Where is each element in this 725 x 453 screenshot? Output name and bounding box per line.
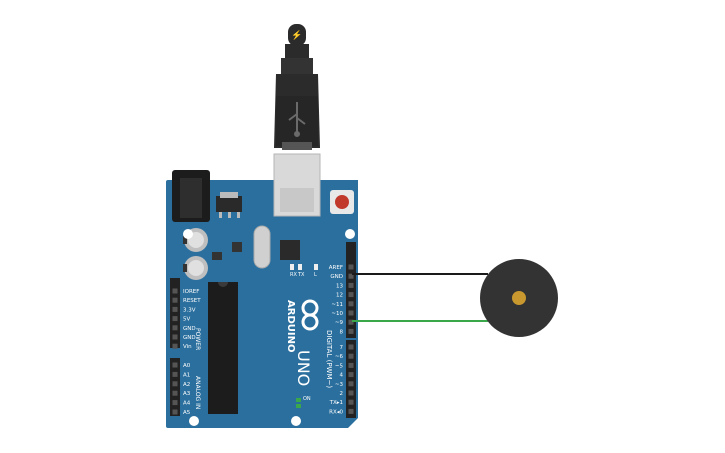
model-label: UNO: [294, 350, 313, 386]
pin-label: GND: [183, 335, 196, 341]
pin-label: GND: [330, 274, 343, 280]
header-pin[interactable]: [348, 310, 354, 316]
digital-label: DIGITAL (PWM~): [325, 330, 333, 388]
pin-label: RX◂0: [329, 409, 343, 415]
digital-header-bottom: [346, 340, 356, 418]
digital-header-top: [346, 242, 356, 338]
pin-label: TX▸1: [329, 400, 343, 406]
pin-label: 3.3V: [183, 307, 196, 313]
on-label: ON: [303, 396, 311, 402]
usb-icon: [288, 102, 306, 137]
led-l: [314, 264, 318, 270]
voltage-regulator: [216, 196, 242, 212]
header-pin[interactable]: [348, 328, 354, 334]
pin-label: ~3: [335, 382, 344, 388]
pin-label: A2: [183, 382, 190, 388]
digital-pin-labels-top: AREF GND 13 12 ~11 ~10 ~9 8: [329, 264, 354, 335]
pin-label: ~5: [335, 363, 344, 369]
header-pin[interactable]: [348, 344, 354, 350]
header-pin[interactable]: [348, 408, 354, 414]
header-pin[interactable]: [348, 372, 354, 378]
pin-label: A3: [183, 391, 191, 397]
header-pin[interactable]: [348, 319, 354, 325]
header-pin[interactable]: [348, 301, 354, 307]
tx-label: TX: [297, 272, 305, 278]
mounting-hole: [189, 416, 199, 426]
header-pin[interactable]: [172, 316, 178, 322]
pin-label: 8: [340, 329, 344, 335]
header-pin[interactable]: [172, 343, 178, 349]
digital-pin-labels-bottom: 7 ~6 ~5 4 ~3 2TX▸1RX◂0: [329, 344, 354, 415]
header-pin[interactable]: [172, 325, 178, 331]
header-pin[interactable]: [348, 362, 354, 368]
pin-label: 5V: [183, 317, 190, 323]
header-pin[interactable]: [172, 381, 178, 387]
pin-label: ~11: [331, 302, 343, 308]
pin-label: A5: [183, 410, 191, 416]
brand-label: ARDUINO: [285, 300, 296, 352]
l-label: L: [314, 272, 317, 278]
arduino-uno-board[interactable]: RX TX L ON ARDUINO UNO DIGITAL (PWM~) PO…: [166, 153, 358, 428]
mounting-hole: [345, 229, 355, 239]
pin-label: ~10: [331, 311, 343, 317]
usb-cable[interactable]: ⚡: [274, 24, 320, 150]
header-pin[interactable]: [348, 381, 354, 387]
header-pin[interactable]: [172, 390, 178, 396]
mounting-hole: [183, 229, 193, 239]
led-tx: [298, 264, 302, 270]
pin-label: ~9: [335, 320, 344, 326]
pin-label: ~6: [335, 354, 344, 360]
header-pin[interactable]: [172, 371, 178, 377]
pin-label: A0: [183, 363, 191, 369]
pin-label: GND: [183, 326, 196, 332]
header-pin[interactable]: [172, 409, 178, 415]
pin-label: 4: [340, 373, 344, 379]
pin-label: 13: [336, 283, 343, 289]
pin-label: IOREF: [183, 289, 199, 295]
led-on: [296, 398, 301, 402]
analog-header: [170, 358, 180, 416]
header-pin[interactable]: [348, 390, 354, 396]
header-pin[interactable]: [172, 362, 178, 368]
mounting-hole: [291, 416, 301, 426]
header-pin[interactable]: [172, 306, 178, 312]
pin-label: 12: [336, 293, 343, 299]
crystal: [253, 225, 271, 269]
capacitors: [183, 228, 208, 280]
pin-label: AREF: [329, 265, 343, 271]
header-pin[interactable]: [172, 297, 178, 303]
pin-label: RESET: [183, 298, 201, 304]
pin-label: A4: [183, 401, 191, 407]
rx-label: RX: [290, 272, 297, 278]
header-pin[interactable]: [172, 334, 178, 340]
pin-label: Vin: [183, 344, 192, 350]
pin-label: A1: [183, 372, 190, 378]
atmega-chip: [208, 282, 238, 414]
analog-label: ANALOG IN: [194, 376, 201, 409]
power-header: [170, 278, 180, 348]
header-pin[interactable]: [348, 273, 354, 279]
header-pin[interactable]: [172, 400, 178, 406]
arduino-logo-icon: [301, 299, 319, 331]
header-pin[interactable]: [348, 282, 354, 288]
buzzer-center: [512, 291, 526, 305]
header-pin[interactable]: [172, 288, 178, 294]
pin-label: 7: [340, 345, 344, 351]
pin-label: 2: [340, 391, 344, 397]
power-pin-labels: IOREF RESET 3.3V 5V GND GND Vin: [172, 288, 201, 350]
led-rx: [290, 264, 294, 270]
piezo-buzzer[interactable]: [480, 259, 558, 337]
power-label: POWER: [194, 328, 201, 350]
header-pin[interactable]: [348, 353, 354, 359]
header-pin[interactable]: [348, 399, 354, 405]
lightning-icon: ⚡: [291, 29, 302, 41]
header-pin[interactable]: [348, 292, 354, 298]
header-pin[interactable]: [348, 264, 354, 270]
